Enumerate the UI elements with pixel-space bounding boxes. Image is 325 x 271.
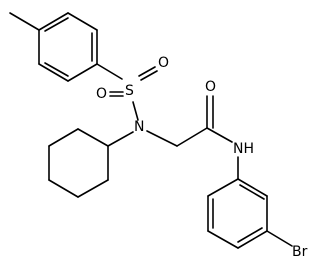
bond-sulfur-to-nitrogen <box>132 101 139 121</box>
bond-carbonyl-to-amide-nh <box>206 127 233 143</box>
bond-methyl <box>9 12 40 31</box>
bond-cyclohexane-2 <box>77 179 109 198</box>
bond-cyclohexane-6 <box>77 128 109 147</box>
atom-carbonyl-oxygen: O <box>205 79 216 95</box>
bond-ring-b-3-inner <box>237 227 263 243</box>
bond-nitrogen-to-methylene <box>146 130 178 147</box>
bond-sulfur-oxygen-right-2 <box>140 70 158 81</box>
bond-ring-to-sulfur <box>96 63 123 80</box>
atom-amide-nh: NH <box>233 141 254 157</box>
bond-ring-to-bromine <box>266 230 293 247</box>
atom-sulfonyl-oxygen-left: O <box>96 86 107 102</box>
atom-bromine: Br <box>292 244 308 260</box>
atom-sulfur: S <box>125 83 134 99</box>
bond-ring-b-6 <box>207 178 239 197</box>
bond-ring-b-4 <box>207 230 239 249</box>
bond-ring-b-1-inner <box>239 184 265 200</box>
bond-lines <box>9 12 293 249</box>
bond-sulfur-oxygen-right-1 <box>138 66 156 77</box>
atom-labels: S O O N O NH Br <box>96 55 308 260</box>
bond-methylene-to-carbonyl <box>176 127 208 147</box>
bond-ring-a-2 <box>67 12 98 31</box>
bond-ring-a-1 <box>38 12 69 31</box>
atom-sulfonyl-oxygen-right: O <box>158 55 169 71</box>
atom-sulfonamide-nitrogen: N <box>134 119 144 135</box>
bond-ring-b-3 <box>237 230 268 249</box>
bond-ring-a-4 <box>67 63 98 82</box>
bond-ring-b-1 <box>237 178 268 197</box>
bond-ring-a-5-inner <box>44 62 69 77</box>
bond-cyclohexane-3 <box>48 179 79 198</box>
bond-cyclohexane-5 <box>48 128 79 147</box>
bond-nitrogen-to-cyclohexyl <box>107 131 134 147</box>
bond-ring-a-1-inner <box>44 17 69 32</box>
bond-ring-a-5 <box>38 63 69 82</box>
